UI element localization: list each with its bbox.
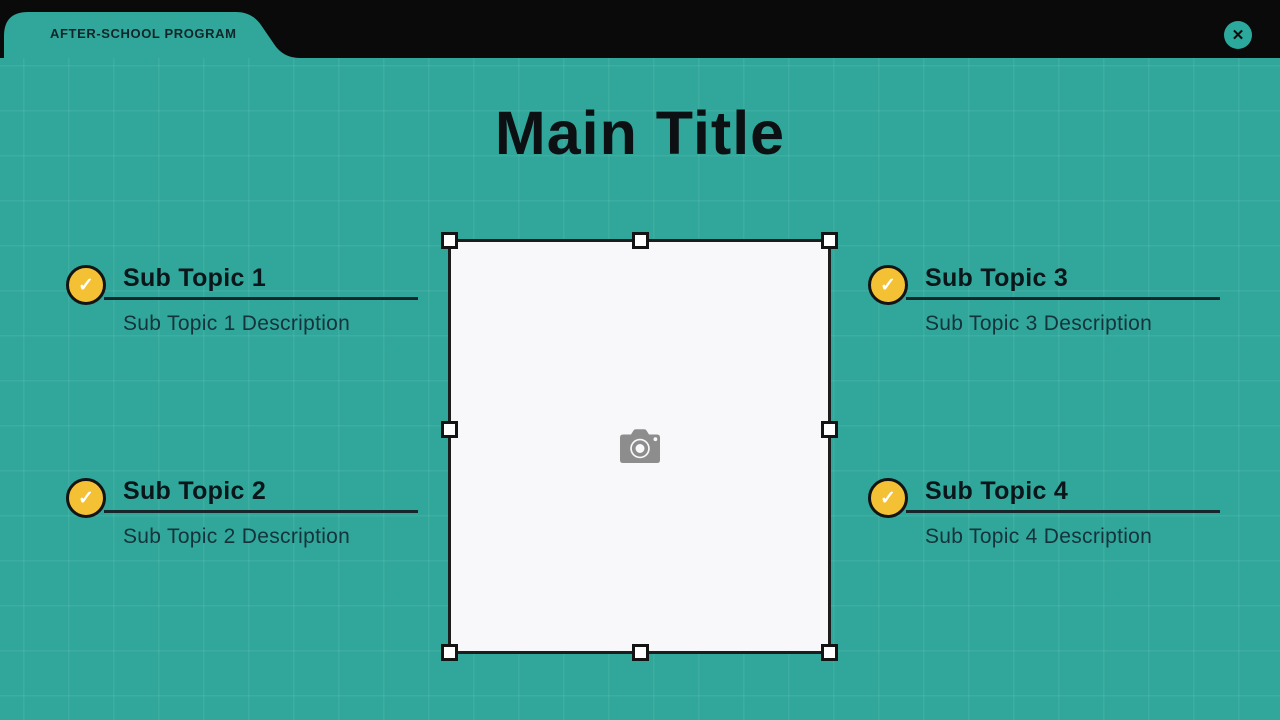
topic-block-4[interactable]: ✓ Sub Topic 4 Sub Topic 4 Description [868,475,1220,548]
slide-canvas: Main Title ✓ Sub Topic 1 Sub Topic 1 Des… [0,58,1280,720]
check-circle[interactable]: ✓ [868,265,908,305]
resize-handle-top-middle[interactable] [631,232,649,249]
topic-block-2[interactable]: ✓ Sub Topic 2 Sub Topic 2 Description [66,475,418,548]
topic-title[interactable]: Sub Topic 1 [123,264,267,292]
resize-handle-top-left[interactable] [441,232,458,249]
check-icon: ✓ [880,487,896,509]
topic-description[interactable]: Sub Topic 2 Description [123,525,351,548]
camera-icon [619,428,660,463]
topic-block-1[interactable]: ✓ Sub Topic 1 Sub Topic 1 Description [66,262,418,335]
resize-handle-top-right[interactable] [821,232,838,249]
topic-title[interactable]: Sub Topic 2 [123,477,267,505]
topic-divider [906,510,1220,513]
topic-title[interactable]: Sub Topic 4 [925,477,1069,505]
check-circle[interactable]: ✓ [66,265,106,305]
resize-handle-bottom-middle[interactable] [631,644,649,661]
topbar: AFTER-SCHOOL PROGRAM ✕ [0,0,1280,58]
topic-divider [104,510,418,513]
tab-shape [4,12,300,58]
close-icon: ✕ [1231,27,1245,44]
topic-title[interactable]: Sub Topic 3 [925,264,1069,292]
topic-divider [906,297,1220,300]
check-circle[interactable]: ✓ [868,478,908,518]
check-icon: ✓ [880,274,896,296]
resize-handle-middle-left[interactable] [441,421,458,438]
topic-block-3[interactable]: ✓ Sub Topic 3 Sub Topic 3 Description [868,262,1220,335]
resize-handle-bottom-right[interactable] [821,644,838,661]
topic-divider [104,297,418,300]
topic-description[interactable]: Sub Topic 1 Description [123,312,351,335]
program-tab-label: AFTER-SCHOOL PROGRAM [50,26,237,41]
check-icon: ✓ [78,274,94,296]
resize-handle-middle-right[interactable] [821,421,838,438]
check-icon: ✓ [78,487,94,509]
resize-handle-bottom-left[interactable] [441,644,458,661]
topic-description[interactable]: Sub Topic 4 Description [925,525,1153,548]
topic-description[interactable]: Sub Topic 3 Description [925,312,1153,335]
check-circle[interactable]: ✓ [66,478,106,518]
close-button[interactable]: ✕ [1224,21,1252,49]
main-title[interactable]: Main Title [494,99,786,167]
image-placeholder[interactable] [441,232,838,661]
